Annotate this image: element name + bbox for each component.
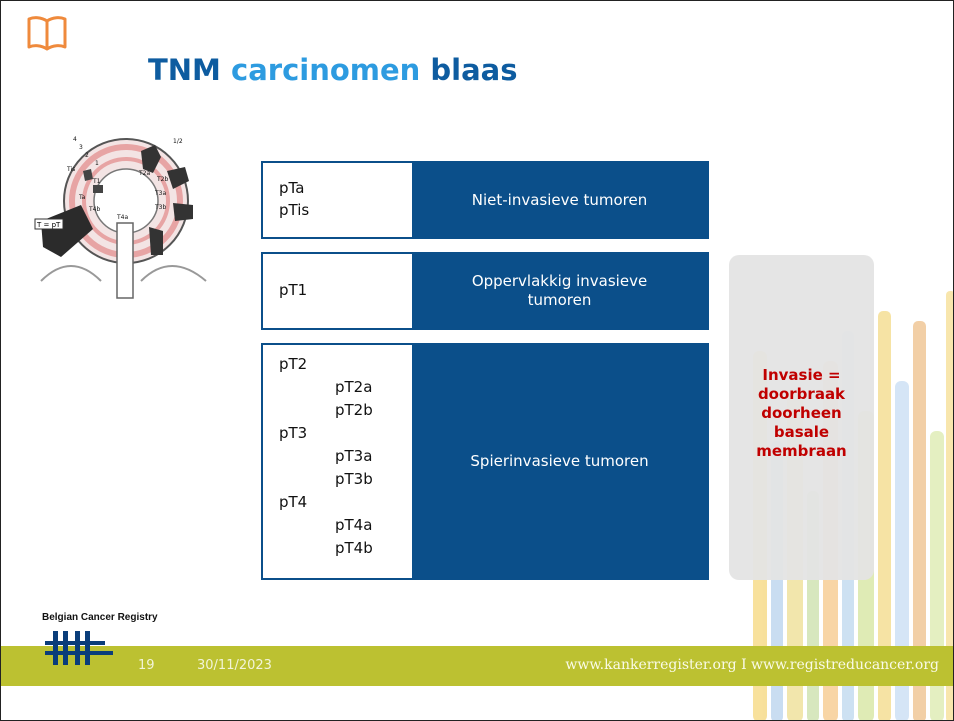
stage-label-1: 1: [95, 160, 99, 167]
page-title: TNM carcinomen blaas: [148, 53, 518, 87]
row-label-line2: tumoren: [527, 291, 592, 309]
row-codes: pT2 pT2a pT2b pT3 pT3a pT3b pT4 pT4a pT4…: [263, 345, 412, 578]
stage-label-1-2: 1/2: [173, 138, 183, 145]
code-pt3: pT3: [279, 424, 308, 442]
callout-text: Invasie = doorbraak doorheen basale memb…: [729, 366, 874, 461]
stage-label-t1: T1: [92, 178, 101, 185]
code-pt2: pT2: [279, 355, 308, 373]
callout-line: Invasie =: [762, 366, 841, 384]
callout-box: [729, 255, 874, 580]
row-label-line1: Oppervlakkig invasieve: [471, 272, 648, 290]
title-part1: TNM: [148, 53, 232, 87]
stage-label-t3b: T3b: [154, 204, 166, 211]
row-label: Spierinvasieve tumoren: [412, 345, 707, 578]
code-pta: pTa: [279, 179, 305, 197]
stage-label-ta: Ta: [78, 194, 86, 201]
row-label-text: Niet-invasieve tumoren: [471, 190, 648, 209]
stage-label-t3a: T3a: [154, 190, 166, 197]
code-pt2a: pT2a: [335, 378, 373, 396]
code-pt3a: pT3a: [335, 447, 373, 465]
stage-label-3: 3: [79, 144, 83, 151]
code-pt4a: pT4a: [335, 516, 373, 534]
code-pt2b: pT2b: [335, 401, 373, 419]
callout-line: basale: [773, 423, 830, 441]
stage-label-4: 4: [73, 136, 77, 143]
title-accent: carcinomen: [231, 53, 421, 87]
book-icon: [27, 16, 67, 51]
slide-number: 19: [138, 658, 155, 673]
slide-date: 30/11/2023: [197, 658, 272, 673]
row-codes: pT1: [263, 254, 412, 328]
org-name: Belgian Cancer Registry: [42, 612, 158, 623]
code-pt4: pT4: [279, 493, 308, 511]
callout-line: membraan: [756, 442, 847, 460]
tpt-label: T = pT: [36, 221, 61, 229]
row-muscle-invasive: pT2 pT2a pT2b pT3 pT3a pT3b pT4 pT4a pT4…: [261, 343, 709, 580]
stage-label-tis: Tis: [66, 166, 75, 173]
stage-label-2: 2: [85, 152, 89, 159]
row-codes: pTa pTis: [263, 163, 412, 237]
stage-label-t4a: T4a: [116, 214, 128, 221]
row-label: Niet-invasieve tumoren: [412, 163, 707, 237]
code-ptis: pTis: [279, 201, 310, 219]
bladder-wall-illustration: T = pT Tis T1 Ta T4b T4a T2a T2b T3a T3b…: [34, 136, 207, 299]
callout-line: doorbraak: [757, 385, 846, 403]
code-pt3b: pT3b: [335, 470, 373, 488]
code-pt1: pT1: [279, 281, 308, 299]
code-pt4b: pT4b: [335, 539, 373, 557]
row-label-text: Spierinvasieve tumoren: [470, 452, 649, 470]
stage-label-t2a: T2a: [138, 170, 150, 177]
title-part2: blaas: [420, 53, 518, 87]
footer-urls: www.kankerregister.org I www.registreduc…: [565, 657, 939, 673]
stage-label-t4b: T4b: [88, 206, 100, 213]
footer-bar: 19 30/11/2023 www.kankerregister.org I w…: [1, 646, 953, 686]
stage-label-t2b: T2b: [156, 176, 168, 183]
row-non-invasive: pTa pTis Niet-invasieve tumoren: [261, 161, 709, 239]
bcr-logo-icon: [45, 631, 113, 665]
callout-line: doorheen: [761, 404, 842, 422]
